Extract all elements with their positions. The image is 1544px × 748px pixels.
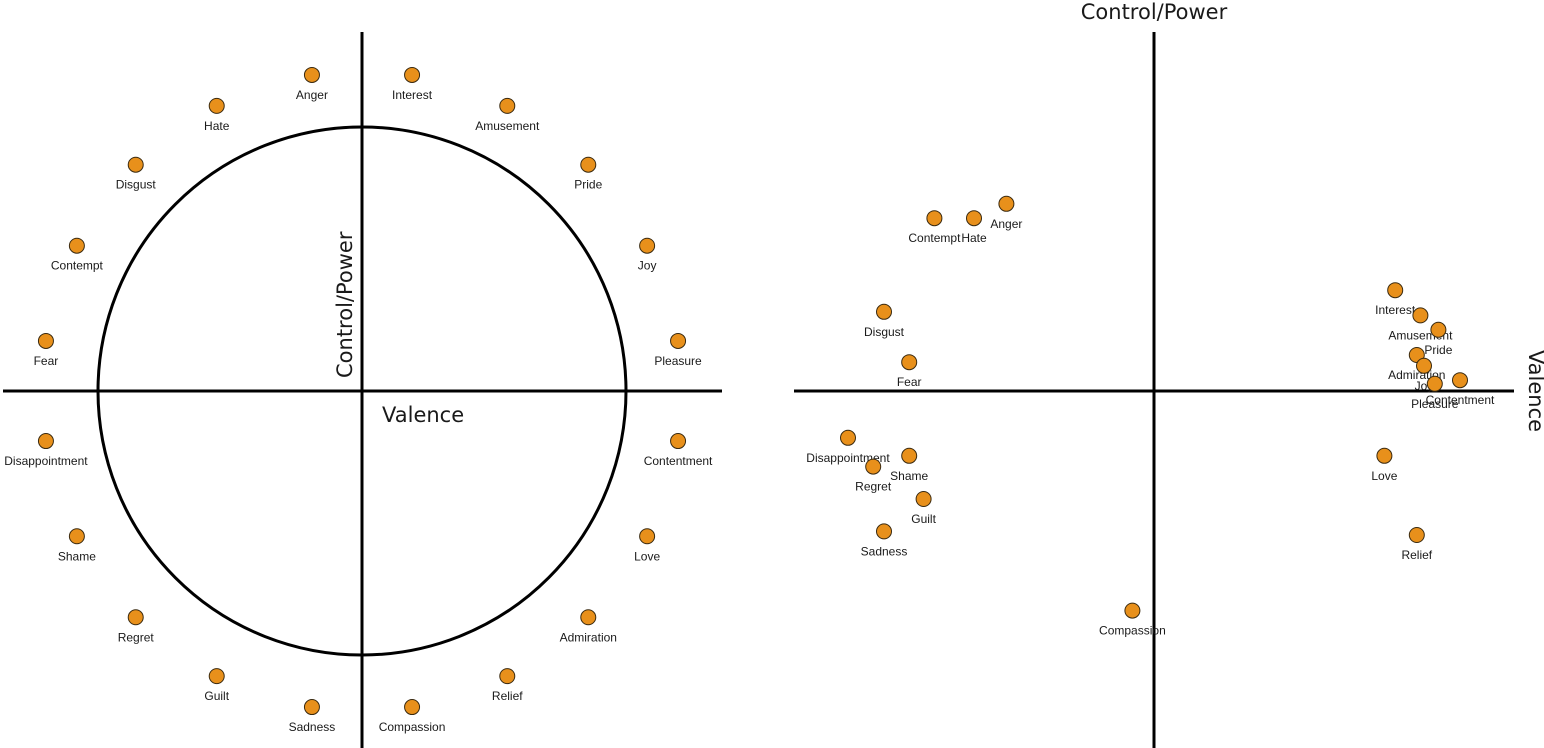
circumplex-point-contentment: [670, 433, 687, 450]
circumplex-point-contempt: [68, 237, 85, 254]
circumplex-label-fear: Fear: [34, 354, 59, 368]
right-control-title: Control/Power: [1081, 0, 1228, 24]
circumplex-point-joy: [639, 237, 656, 254]
circumplex-point-love: [639, 528, 656, 545]
circumplex-point-regret: [127, 609, 144, 626]
circumplex-point-anger: [303, 66, 320, 83]
scatter-point-relief: [1408, 527, 1425, 543]
circumplex-point-pride: [580, 156, 597, 173]
circumplex-point-compassion: [404, 699, 421, 716]
scatter-point-disappointment: [840, 429, 856, 446]
circumplex-label-regret: Regret: [118, 630, 155, 644]
circumplex-point-interest: [404, 66, 421, 83]
circumplex-label-guilt: Guilt: [204, 689, 229, 703]
scatter-point-compassion: [1124, 602, 1141, 619]
scatter-label-interest: Interest: [1375, 303, 1416, 317]
scatter-label-compassion: Compassion: [1099, 624, 1166, 638]
scatter-label-relief: Relief: [1401, 548, 1432, 562]
circumplex-label-disappointment: Disappointment: [4, 454, 88, 468]
scatter-label-pleasure: Pleasure: [1411, 397, 1459, 411]
scatter-point-love: [1376, 447, 1393, 464]
scatter-label-pride: Pride: [1424, 343, 1452, 357]
circumplex-point-disappointment: [37, 433, 54, 450]
circumplex-label-pride: Pride: [574, 178, 602, 192]
left-control-title: Control/Power: [333, 231, 357, 378]
scatter-point-anger: [998, 195, 1015, 212]
circumplex-label-contentment: Contentment: [644, 454, 713, 468]
circumplex-label-sadness: Sadness: [289, 720, 336, 734]
scatter-point-sadness: [876, 523, 892, 540]
circumplex-point-pleasure: [670, 332, 687, 349]
scatter-point-contempt: [926, 210, 943, 227]
right-valence-title: Valence: [1524, 350, 1544, 432]
circumplex-point-hate: [208, 97, 225, 114]
scatter-label-sadness: Sadness: [861, 544, 908, 558]
circumplex-label-contempt: Contempt: [51, 259, 104, 273]
scatter-label-shame: Shame: [890, 469, 928, 483]
scatter-point-pride: [1430, 321, 1447, 338]
scatter-point-regret: [865, 458, 882, 475]
circumplex-label-anger: Anger: [296, 88, 328, 102]
scatter-point-disgust: [876, 303, 892, 320]
scatter-label-love: Love: [1371, 469, 1397, 483]
scatter-label-hate: Hate: [961, 231, 987, 245]
circumplex-label-interest: Interest: [392, 88, 433, 102]
scatter-point-fear: [901, 354, 918, 371]
scatter-label-guilt: Guilt: [911, 512, 936, 526]
circumplex-label-joy: Joy: [638, 259, 657, 273]
scatter-point-joy: [1416, 357, 1432, 374]
scatter-point-shame: [901, 447, 918, 464]
circumplex-point-guilt: [208, 668, 225, 685]
circumplex-label-shame: Shame: [58, 549, 96, 563]
circumplex-point-sadness: [303, 699, 320, 716]
scatter-point-contentment: [1452, 372, 1468, 389]
circumplex-label-relief: Relief: [492, 689, 523, 703]
circumplex-point-amusement: [499, 97, 516, 114]
circumplex-point-relief: [499, 668, 516, 685]
circumplex-point-fear: [37, 332, 54, 349]
circumplex-label-disgust: Disgust: [116, 178, 157, 192]
scatter-label-disgust: Disgust: [864, 325, 905, 339]
scatter-label-anger: Anger: [990, 217, 1022, 231]
scatter-point-interest: [1387, 282, 1404, 299]
circumplex-point-shame: [68, 528, 85, 545]
scatter-label-contempt: Contempt: [908, 231, 961, 245]
scatter-point-amusement: [1412, 307, 1429, 324]
circumplex-label-amusement: Amusement: [475, 119, 540, 133]
scatter-point-pleasure: [1426, 375, 1443, 392]
circumplex-label-pleasure: Pleasure: [654, 354, 702, 368]
scatter-point-guilt: [915, 491, 932, 507]
circumplex-diagram: Valence Control/Power InterestAmusementP…: [3, 32, 722, 748]
scatter-label-regret: Regret: [855, 480, 892, 494]
scatter-label-fear: Fear: [897, 375, 922, 389]
left-valence-title: Valence: [382, 403, 464, 427]
circumplex-label-hate: Hate: [204, 119, 230, 133]
scatter-point-hate: [966, 210, 982, 227]
circumplex-point-admiration: [580, 609, 597, 626]
scatter-label-contentment: Contentment: [1426, 393, 1495, 407]
circumplex-label-compassion: Compassion: [379, 720, 446, 734]
circumplex-label-admiration: Admiration: [560, 630, 617, 644]
circumplex-point-disgust: [127, 156, 144, 173]
circumplex-label-love: Love: [634, 549, 660, 563]
